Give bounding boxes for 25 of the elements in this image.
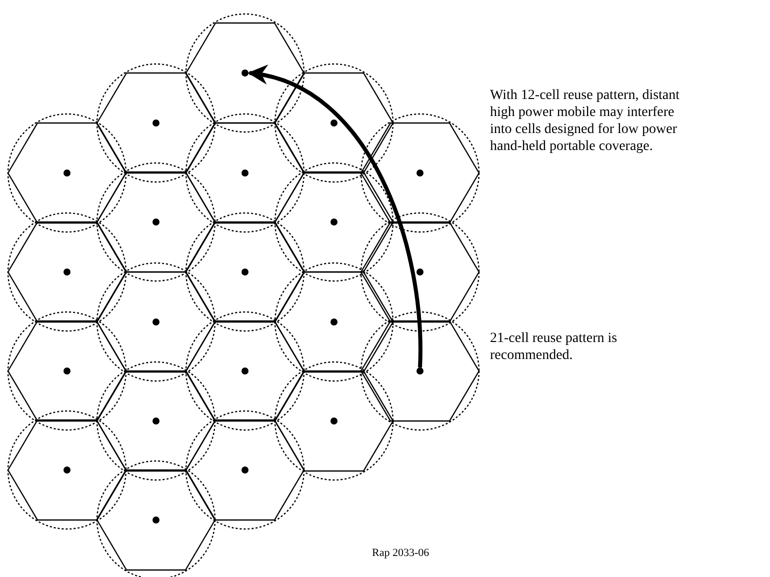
cell-centre-dot: [330, 218, 338, 226]
cell-centre-dot: [64, 268, 70, 276]
cell-centre-dot: [64, 170, 70, 176]
cell-centre-dot: [152, 318, 160, 326]
cell-centre-dot: [152, 516, 160, 524]
cell-centre-dot: [416, 368, 424, 374]
cell-centre-dot: [330, 318, 338, 326]
cell-centre-dot: [152, 418, 160, 424]
curved-arrow: [248, 66, 422, 368]
cell-centre-dot: [416, 170, 424, 176]
cell-centre-dot: [330, 120, 338, 126]
cell-centre-dot: [64, 368, 70, 374]
cell-centre-dot: [242, 268, 248, 276]
cell-centre-dot: [416, 268, 424, 276]
cell-centre-dot: [152, 120, 160, 126]
cell-centre-dot: [330, 418, 338, 424]
cell-centre-dot: [242, 466, 248, 474]
cell-centre-dot: [242, 170, 248, 176]
annotation-text: 21-cell reuse pattern is recommended.: [490, 330, 618, 364]
figure-reference: Rap 2033-06: [372, 547, 430, 559]
annotation-text: With 12-cell reuse pattern, distant high power mobile may interfere into cells designed for low power hand-held portable coverage.: [490, 87, 681, 155]
cell-centre-dot: [64, 466, 70, 474]
cell-centre-dot: [242, 368, 248, 374]
cell-centre-dot: [242, 70, 248, 76]
cell-centre-dot: [152, 218, 160, 226]
